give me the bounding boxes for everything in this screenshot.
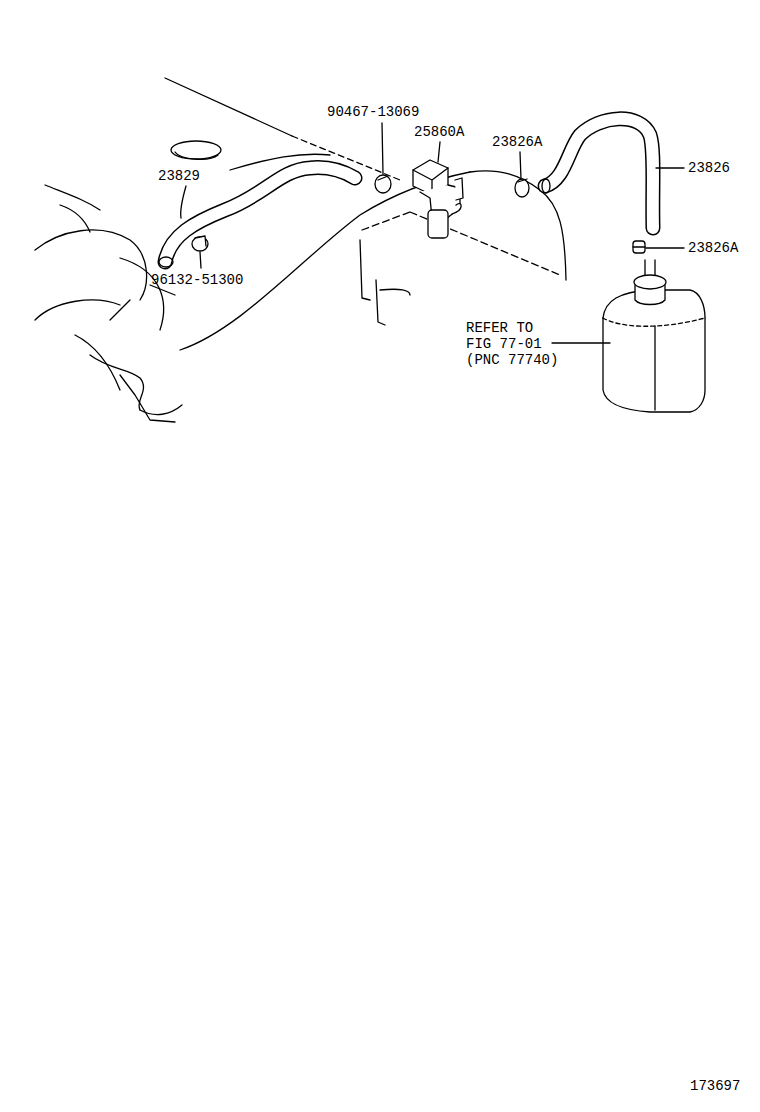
part-number: 23826A [492,134,542,150]
hose [159,168,355,267]
vsv-valve [413,160,463,238]
engine-outline [35,78,566,422]
part-number: 96132-51300 [151,272,243,288]
part-number: 23826A [688,240,738,256]
part-number: 23826 [688,160,730,176]
part-number: 25860A [414,124,464,140]
part-number: 90467-13069 [327,104,419,120]
part-number: 173697 [690,1078,740,1094]
reference-note: REFER TO FIG 77-01 (PNC 77740) [466,320,562,368]
hose [542,119,653,228]
leader-line [181,123,684,343]
charcoal-canister [603,260,705,412]
part-number: 23829 [158,168,200,184]
